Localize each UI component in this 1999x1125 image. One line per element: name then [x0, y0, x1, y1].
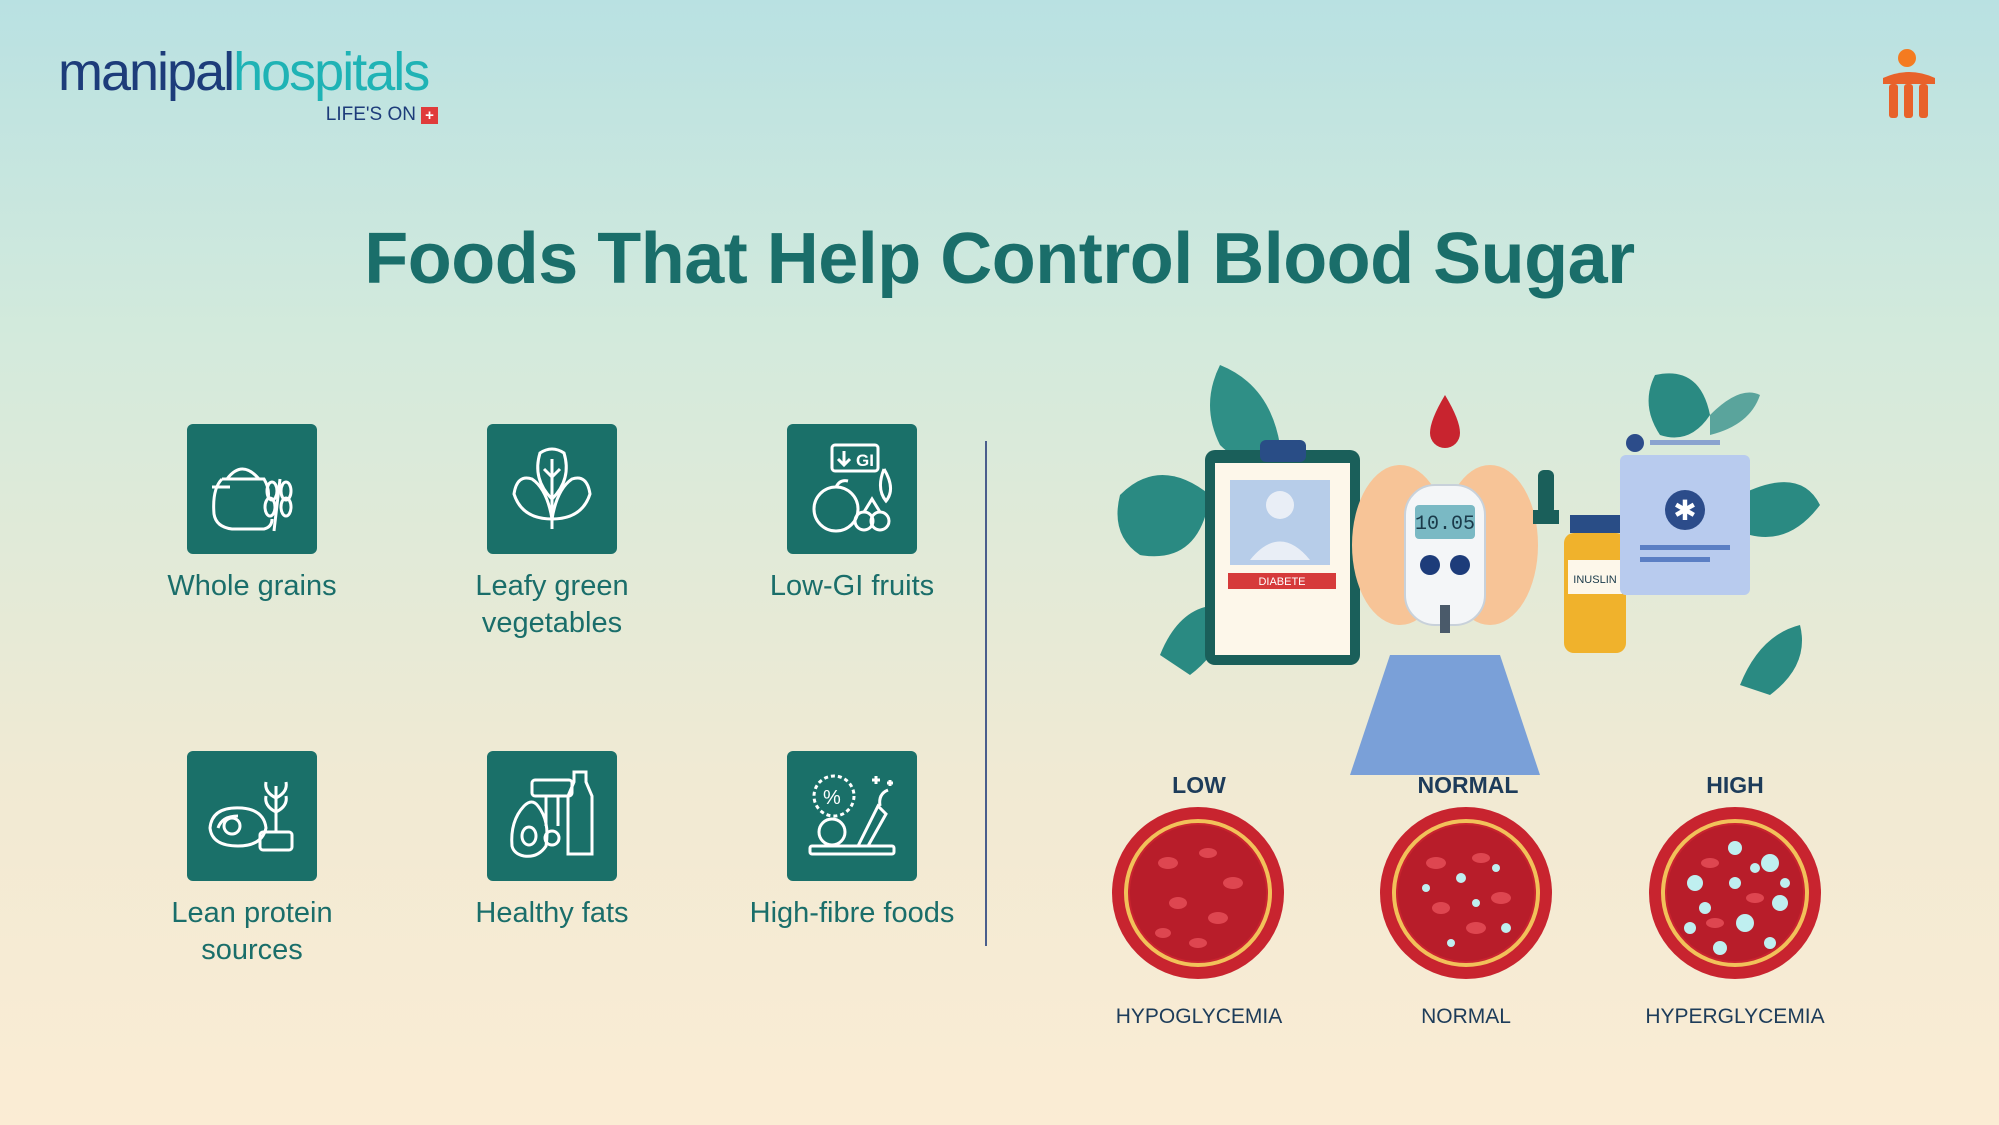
food-item-high-fibre: % High-fibre foods	[732, 751, 972, 932]
healthy-fats-icon	[487, 751, 617, 881]
food-label: Healthy fats	[475, 897, 629, 929]
level-label-high: HIGH	[1706, 772, 1764, 798]
food-label: High-fibre foods	[749, 897, 955, 929]
blood-drop-icon	[1430, 395, 1460, 448]
medical-report-icon: ✱	[1620, 434, 1750, 595]
svg-text:DIABETE: DIABETE	[1258, 576, 1305, 588]
insulin-vial-icon: INUSLIN	[1564, 515, 1626, 653]
glucose-meter-illustration: DIABETE 10.05 INUSLIN ✱	[1117, 365, 1820, 775]
level-label-normal: NORMAL	[1417, 772, 1519, 798]
svg-text:%: %	[823, 787, 841, 809]
wheat-sack-icon	[187, 424, 317, 554]
blood-cell-normal-icon	[1380, 807, 1552, 979]
vertical-divider	[985, 441, 987, 946]
svg-text:✱: ✱	[1673, 494, 1696, 527]
meter-reading: 10.05	[1415, 513, 1475, 536]
food-item-lean-protein: Lean protein sources	[132, 751, 372, 969]
brand-wordmark: manipalhospitals	[58, 42, 430, 102]
level-label-low: LOW	[1172, 772, 1226, 798]
food-label: Leafy green vegetables	[475, 570, 629, 639]
condition-label-normal: NORMAL	[1421, 1005, 1511, 1028]
blood-cell-high-icon	[1649, 807, 1821, 979]
leafy-greens-icon	[487, 424, 617, 554]
food-item-leafy-greens: Leafy green vegetables	[432, 424, 672, 642]
food-label: Lean protein sources	[171, 897, 333, 966]
food-label: Whole grains	[167, 570, 337, 602]
plus-icon: +	[421, 106, 438, 124]
svg-text:GI: GI	[856, 451, 874, 470]
high-fibre-icon: %	[787, 751, 917, 881]
food-label: Low-GI fruits	[769, 570, 935, 602]
food-item-whole-grains: Whole grains	[132, 424, 372, 605]
clipboard-icon: DIABETE	[1205, 440, 1360, 665]
brand-mark-icon	[1883, 49, 1935, 118]
food-item-low-gi-fruits: GI Low-GI fruits	[732, 424, 972, 605]
lean-protein-icon	[187, 751, 317, 881]
brand-logo: manipalhospitals LIFE'S ON +	[58, 40, 438, 130]
condition-label-hypoglycemia: HYPOGLYCEMIA	[1115, 1005, 1283, 1028]
food-item-healthy-fats: Healthy fats	[432, 751, 672, 932]
condition-label-hyperglycemia: HYPERGLYCEMIA	[1645, 1005, 1825, 1028]
svg-text:INUSLIN: INUSLIN	[1573, 574, 1616, 586]
page-title: Foods That Help Control Blood Sugar	[364, 219, 1635, 299]
brand-tagline: LIFE'S ON +	[326, 104, 438, 126]
low-gi-fruits-icon: GI	[787, 424, 917, 554]
blood-cell-low-icon	[1112, 807, 1284, 979]
